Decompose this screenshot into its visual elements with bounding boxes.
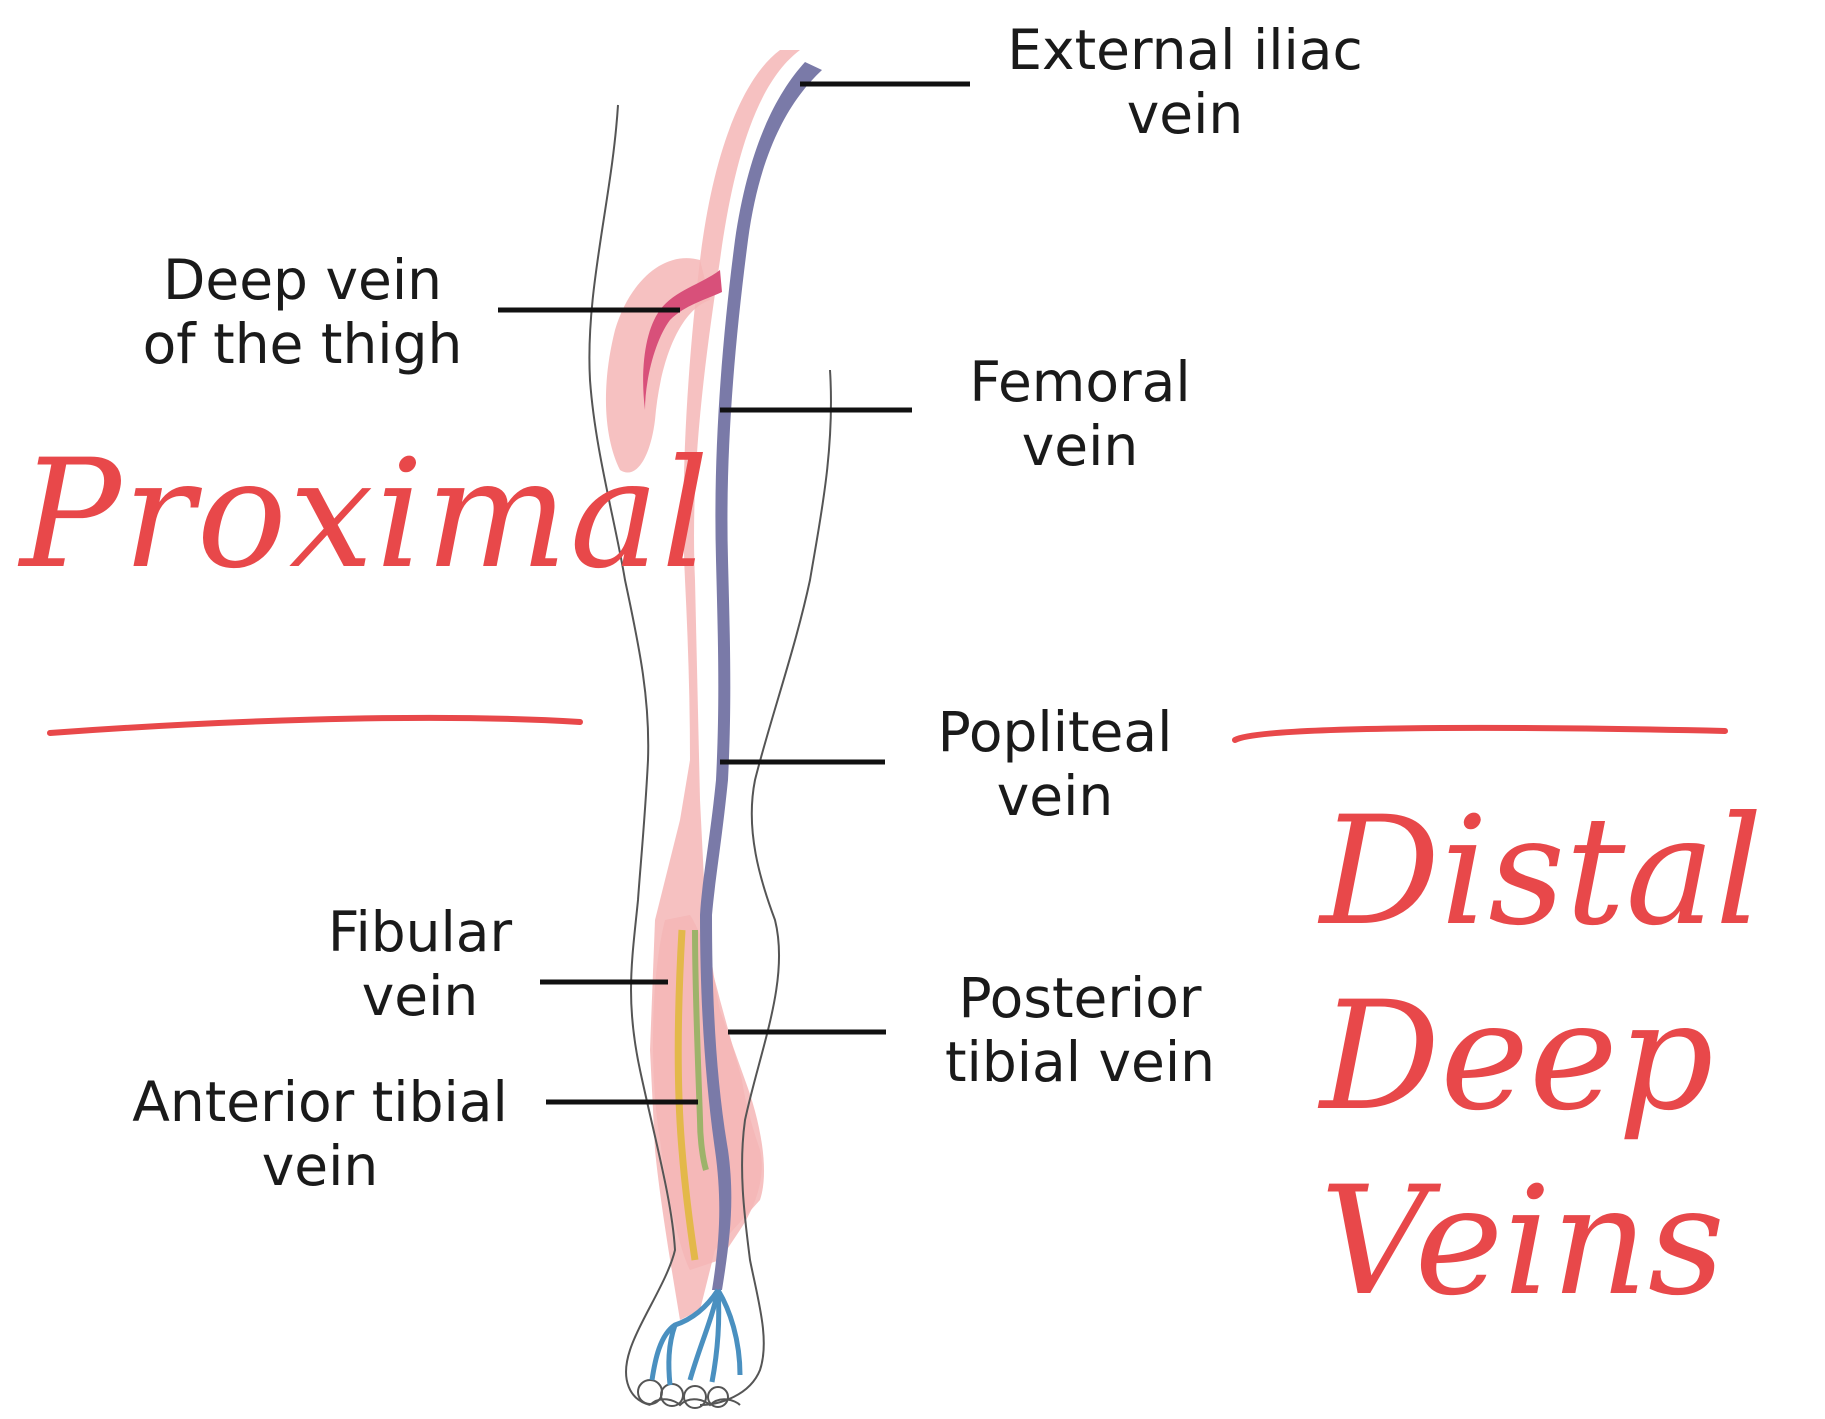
handwritten-distal-deep-veins: Distal Deep Veins: [1320, 780, 1740, 1335]
label-popliteal-vein: Popliteal vein: [915, 700, 1195, 828]
label-posterior-tibial-vein: Posterior tibial vein: [920, 966, 1240, 1094]
label-femoral-vein: Femoral vein: [935, 350, 1225, 478]
label-fibular-vein: Fibular vein: [300, 900, 540, 1028]
handwritten-divider-right: [1235, 728, 1725, 740]
label-deep-vein-of-thigh: Deep vein of the thigh: [115, 248, 490, 376]
label-anterior-tibial-vein: Anterior tibial vein: [100, 1070, 540, 1198]
handwritten-proximal: Proximal: [20, 430, 540, 600]
label-external-iliac-vein: External iliac vein: [990, 18, 1380, 146]
handwritten-divider-left: [50, 718, 580, 733]
